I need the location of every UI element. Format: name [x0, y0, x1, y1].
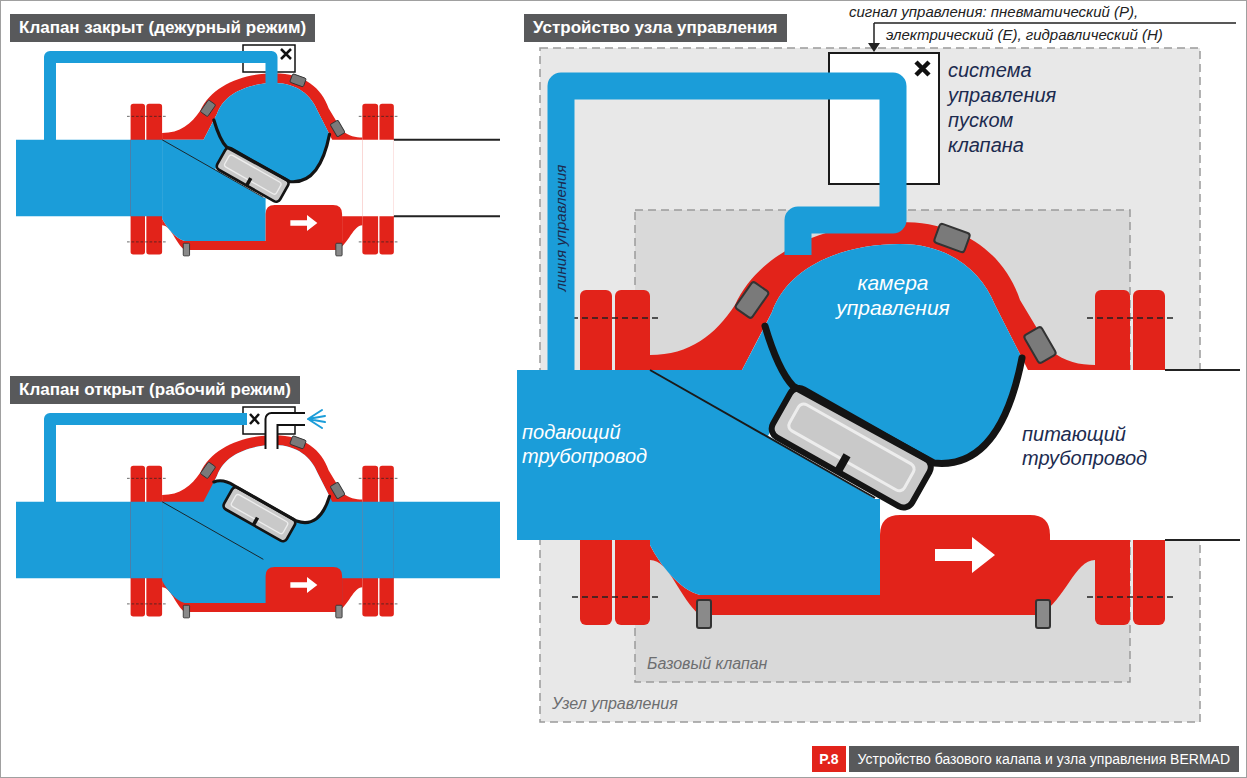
node-text: Базовый клапан	[647, 654, 767, 674]
caption-bar: P.8Устройство базового калапа и узла упр…	[812, 746, 1239, 772]
base-valve-figure	[517, 222, 1240, 628]
region-grounds	[540, 48, 1200, 722]
illustration-part	[250, 414, 259, 424]
node-text: подающий трубопровод	[522, 420, 650, 468]
node-text: Клапан закрыт (дежурный режим)	[19, 18, 306, 38]
illustration-part	[242, 413, 247, 425]
closed-valve-figure	[16, 45, 500, 256]
header-band: Клапан закрыт (дежурный режим)	[10, 14, 315, 42]
figure-number: P.8	[812, 746, 845, 772]
control-pipe	[828, 86, 893, 185]
control-assembly-region: Узел управления система управления пуском…	[540, 48, 1200, 722]
node-text: камера управления	[823, 270, 963, 320]
illustration-part	[127, 435, 397, 618]
header-band: Устройство узла управления	[524, 14, 787, 42]
node-text: система управления пуском клапана	[948, 58, 1060, 158]
node-text: питающий трубопровод	[1022, 422, 1164, 470]
open-valve-figure	[16, 407, 500, 618]
illustration-part	[272, 419, 306, 449]
illustration-part	[127, 435, 397, 618]
feed-pipe: питающий трубопровод	[1018, 420, 1168, 480]
node-text: Устройство узла управления	[533, 18, 778, 38]
illustration-part	[127, 73, 397, 256]
illustration-part	[16, 502, 131, 579]
cross-symbol	[916, 62, 929, 75]
illustration-part	[572, 222, 1173, 628]
illustration-part	[393, 140, 500, 217]
control-chamber: камера управления	[798, 255, 988, 335]
illustration-part	[1165, 370, 1240, 540]
signal-note: сигнал управления: пневматический (P), э…	[886, 0, 1216, 46]
base-valve-region: Базовый клапан камера управления	[635, 210, 1130, 682]
illustration-part	[393, 502, 500, 579]
illustration-part	[281, 49, 291, 59]
node-text: Клапан открыт (рабочий режим)	[19, 380, 291, 400]
illustration-part	[242, 57, 272, 86]
illustration-part	[127, 73, 397, 256]
control-elbow	[828, 52, 940, 185]
illustration-part	[50, 419, 243, 503]
illustration-part	[868, 43, 880, 52]
illustration-part	[50, 57, 243, 141]
illustration-part	[16, 140, 131, 217]
control-system-box: система управления пуском клапана	[828, 52, 940, 185]
supply-pipe: подающий трубопровод	[517, 370, 650, 540]
node-text: Узел управления	[552, 694, 678, 714]
header-band: Клапан открыт (рабочий режим)	[10, 376, 300, 404]
control-line	[798, 185, 893, 255]
illustration-part	[308, 410, 325, 428]
line-label: линия управления	[552, 165, 570, 292]
caption: Устройство базового калапа и узла управл…	[849, 746, 1239, 772]
dashed-region	[540, 48, 1200, 722]
illustration-part	[393, 140, 500, 217]
illustration-part	[1165, 370, 1240, 540]
illustration-part	[272, 419, 306, 449]
